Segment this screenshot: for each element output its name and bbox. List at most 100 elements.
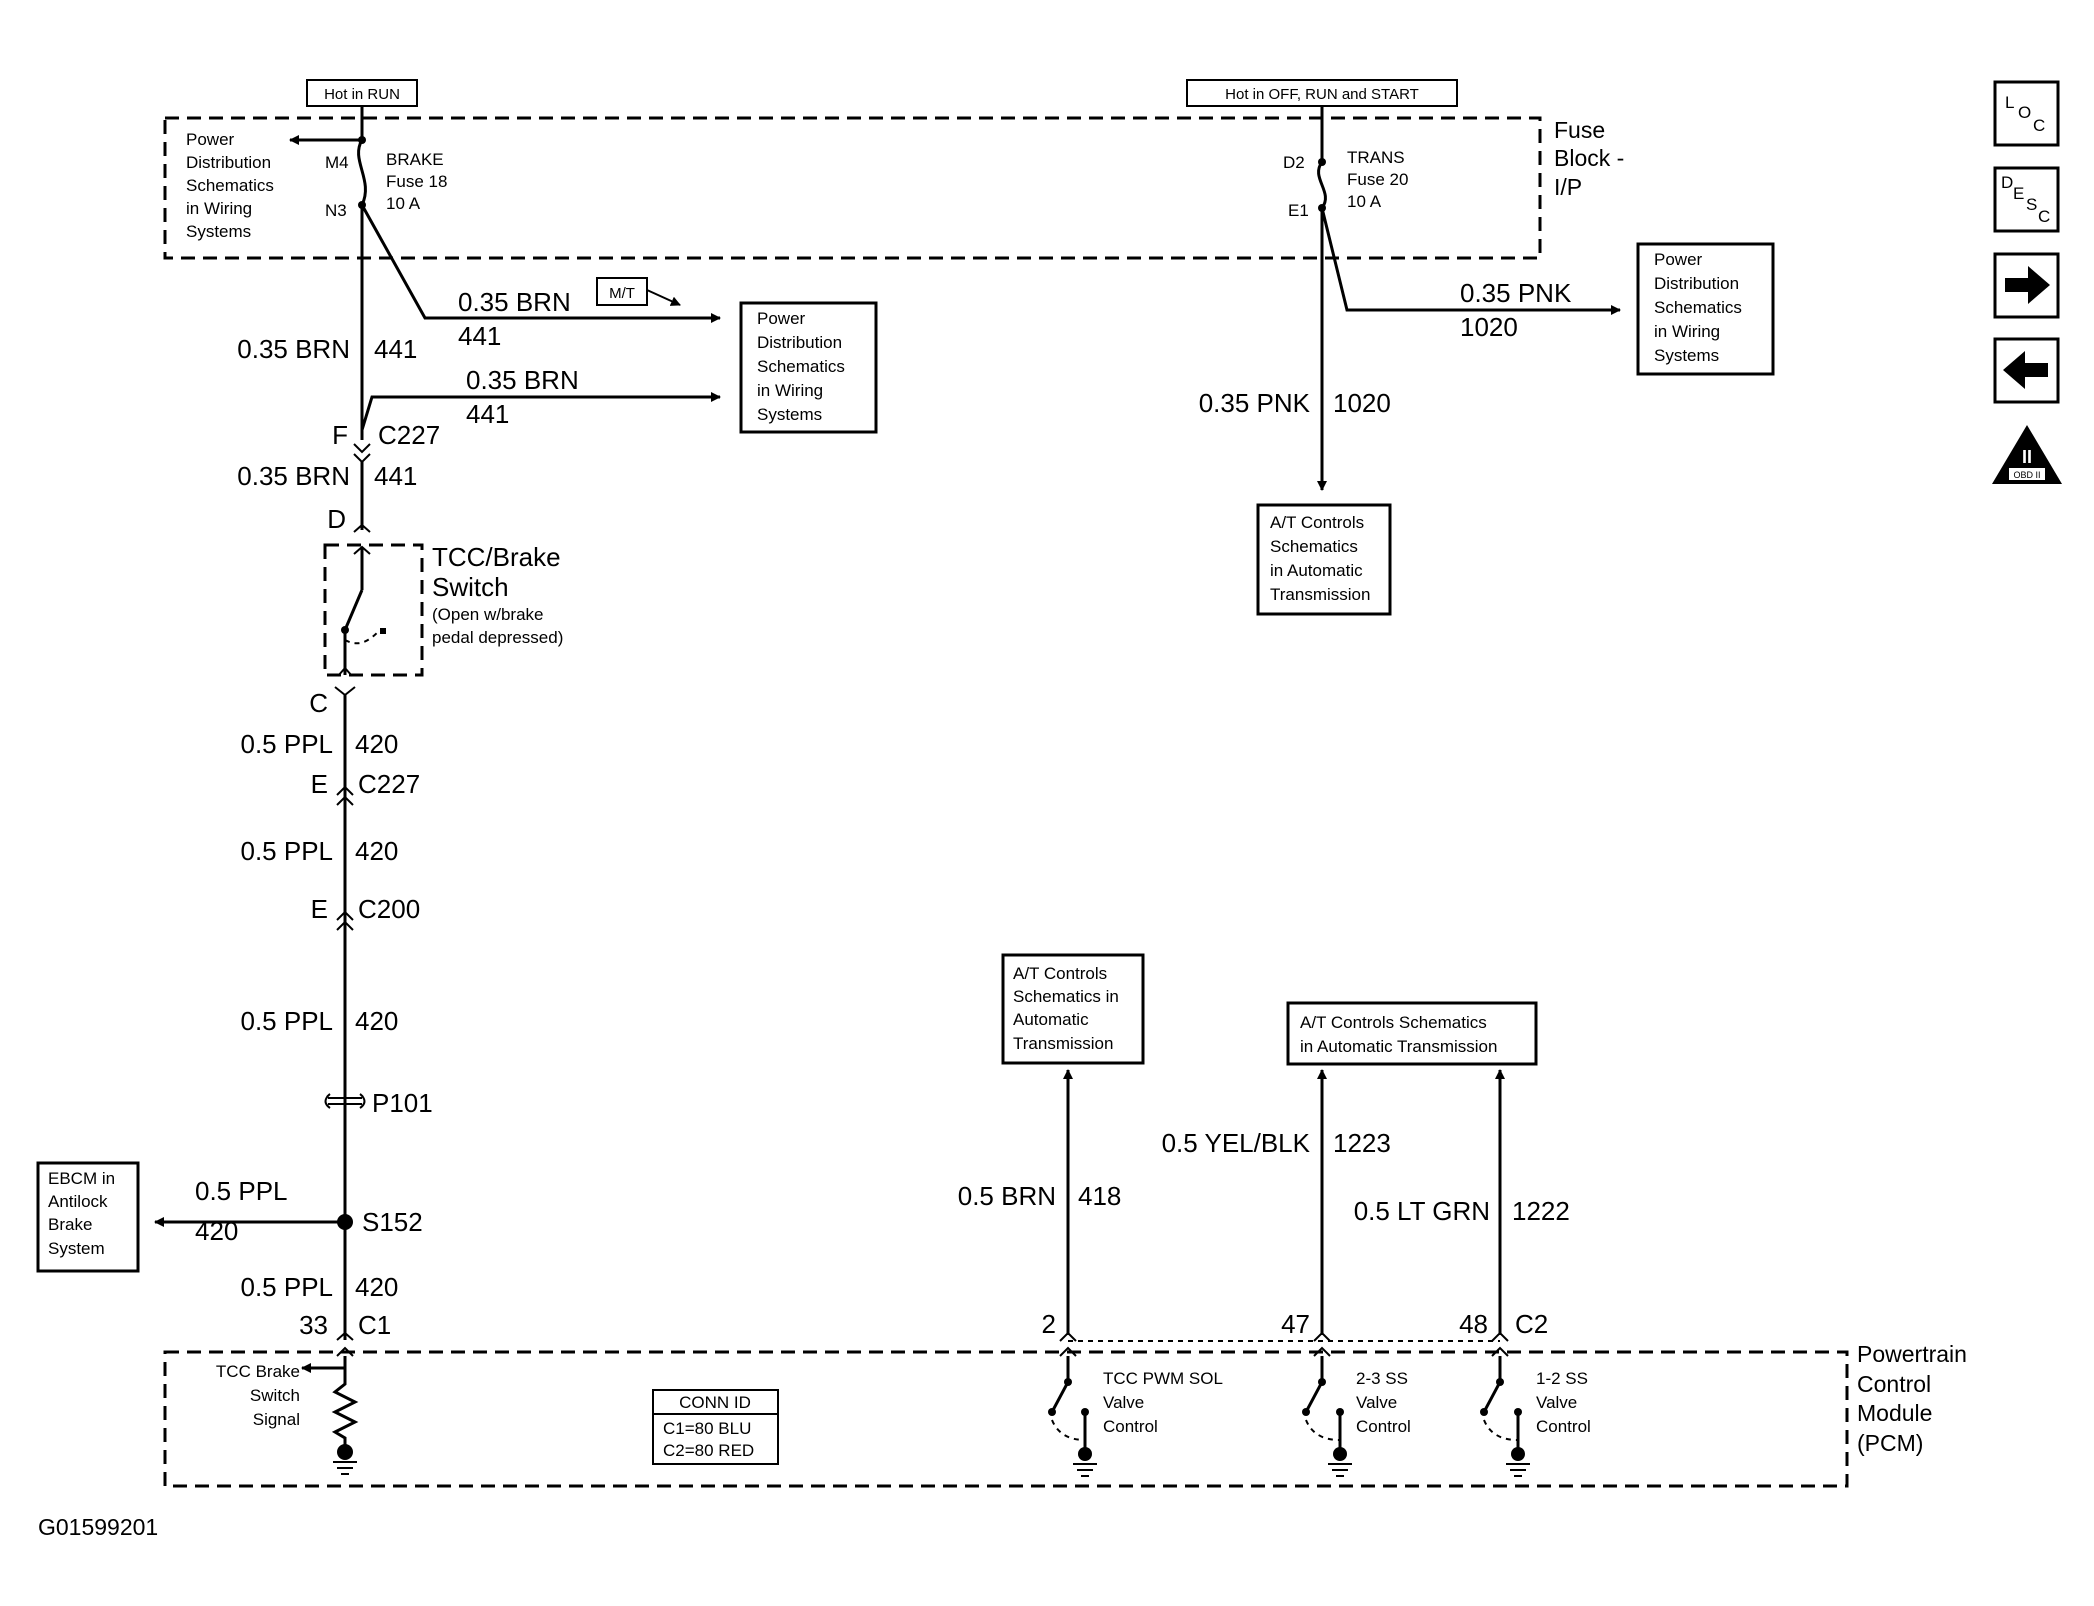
loc-button[interactable]: L O C [1993,80,2060,147]
svg-text:420: 420 [355,729,398,759]
arrow-left-icon [2003,351,2048,389]
svg-text:Power: Power [186,130,235,149]
svg-text:0.35 BRN: 0.35 BRN [458,287,571,317]
fuse-block-title: Fuse Block - I/P [1554,117,1624,200]
svg-text:0.5 PPL: 0.5 PPL [240,1272,333,1302]
svg-text:420: 420 [355,836,398,866]
s152-splice: S152 [337,1207,423,1237]
svg-text:420: 420 [355,1006,398,1036]
wire-1222-label: 0.5 LT GRN 1222 48 C2 [1354,1196,1570,1339]
back-button[interactable] [1993,337,2060,404]
right-down-wire-label: 0.35 PNK 1020 [1199,388,1391,418]
svg-text:O: O [2018,103,2031,122]
svg-text:BRAKE: BRAKE [386,150,444,169]
switch-pin-d: D [327,504,346,534]
at-controls-ref-box-1: A/T Controls Schematics in Automatic Tra… [1001,953,1145,1065]
svg-text:0.5 PPL: 0.5 PPL [240,1006,333,1036]
fuse-18: M4 N3 BRAKE Fuse 18 10 A [325,136,447,220]
svg-text:N3: N3 [325,201,347,220]
svg-text:Hot in RUN: Hot in RUN [324,86,400,103]
svg-text:D2: D2 [1283,153,1305,172]
forward-button[interactable] [1993,252,2060,319]
svg-text:33: 33 [299,1310,328,1340]
svg-text:in Automatic Transmission: in Automatic Transmission [1300,1037,1497,1056]
svg-text:D: D [2001,173,2013,192]
svg-text:418: 418 [1078,1181,1121,1211]
pcm-out-2-3-ss: 2-3 SS Valve Control [1302,1346,1411,1477]
svg-text:CONN ID: CONN ID [679,1393,751,1412]
svg-text:C2=80 RED: C2=80 RED [663,1441,754,1460]
desc-button[interactable]: D E S C [1993,166,2060,233]
svg-text:Transmission: Transmission [1270,585,1370,604]
svg-text:Systems: Systems [757,405,822,424]
svg-text:48: 48 [1459,1309,1488,1339]
arrow-right-icon [2005,266,2050,304]
tcc-brake-switch: TCC/Brake Switch (Open w/brake pedal dep… [323,542,563,677]
svg-text:Valve: Valve [1356,1393,1397,1412]
ebcm-branch-label: 0.5 PPL 420 [195,1176,288,1246]
svg-text:OBD II: OBD II [2013,470,2040,480]
right-power-dist-ref-box: Power Distribution Schematics in Wiring … [1636,242,1775,376]
wire-a-label: 0.5 PPL 420 [240,729,398,759]
pcm-out-tcc-pwm-sol: TCC PWM SOL Valve Control [1048,1346,1223,1477]
svg-text:1-2 SS: 1-2 SS [1536,1369,1588,1388]
svg-text:Antilock: Antilock [48,1192,108,1211]
svg-text:Valve: Valve [1103,1393,1144,1412]
wire-b-label: 0.5 PPL 420 [240,836,398,866]
svg-text:C227: C227 [358,769,420,799]
svg-text:(PCM): (PCM) [1857,1430,1923,1456]
svg-text:C1=80 BLU: C1=80 BLU [663,1419,751,1438]
branch-mt-wire: 0.35 BRN 441 M/T [458,277,681,351]
svg-text:A/T Controls: A/T Controls [1270,513,1364,532]
obd-ii-button[interactable]: II OBD II [1992,425,2062,484]
figure-id: G01599201 [38,1514,158,1540]
svg-text:Fuse 18: Fuse 18 [386,172,447,191]
svg-text:E1: E1 [1288,201,1309,220]
svg-text:441: 441 [458,321,501,351]
svg-text:in Wiring: in Wiring [757,381,823,400]
svg-text:Control: Control [1356,1417,1411,1436]
svg-text:Power: Power [1654,250,1703,269]
svg-text:10 A: 10 A [386,194,421,213]
svg-text:A/T Controls: A/T Controls [1013,964,1107,983]
pcm-out-1-2-ss: 1-2 SS Valve Control [1480,1346,1591,1477]
svg-text:441: 441 [374,334,417,364]
svg-text:Schematics: Schematics [1270,537,1358,556]
fuse-20: D2 E1 TRANS Fuse 20 10 A [1283,106,1408,220]
svg-text:E: E [311,894,328,924]
left-power-dist-ref-box: Power Distribution Schematics in Wiring … [739,301,878,434]
svg-text:Control: Control [1857,1371,1931,1397]
pcm-brake-switch-input: TCC Brake Switch Signal [216,1346,359,1475]
svg-text:420: 420 [355,1272,398,1302]
svg-text:S152: S152 [362,1207,423,1237]
svg-text:0.35 BRN: 0.35 BRN [466,365,579,395]
svg-text:Module: Module [1857,1400,1932,1426]
svg-text:0.35 PNK: 0.35 PNK [1199,388,1311,418]
conn-id-box: CONN ID C1=80 BLU C2=80 RED [652,1389,779,1465]
svg-text:C: C [2038,207,2050,226]
fuse-block-power-dist-ref: Power Distribution Schematics in Wiring … [186,130,274,241]
c200-connector: E C200 [311,894,420,931]
svg-text:TCC Brake: TCC Brake [216,1362,300,1381]
svg-text:Distribution: Distribution [757,333,842,352]
svg-text:Block -: Block - [1554,145,1624,171]
pcm-title: Powertrain Control Module (PCM) [1857,1341,1967,1456]
svg-text:S: S [2026,195,2037,214]
svg-text:1020: 1020 [1333,388,1391,418]
p101-connector: P101 [324,1088,433,1118]
svg-text:Signal: Signal [253,1410,300,1429]
wire-d-label: 0.5 PPL 420 [240,1272,398,1302]
svg-text:0.35 BRN: 0.35 BRN [237,334,350,364]
switch-pin-c: C [309,688,328,718]
svg-text:F: F [332,420,348,450]
ebcm-ref-box: EBCM in Antilock Brake System [36,1161,140,1273]
hot-in-off-run-start-label: Hot in OFF, RUN and START [1186,79,1458,107]
wire-c-label: 0.5 PPL 420 [240,1006,398,1036]
svg-text:in Automatic: in Automatic [1270,561,1363,580]
svg-text:Schematics: Schematics [1654,298,1742,317]
fuse-block-outline [163,116,1542,260]
svg-text:0.5 LT GRN: 0.5 LT GRN [1354,1196,1490,1226]
svg-text:Transmission: Transmission [1013,1034,1113,1053]
svg-text:TCC PWM SOL: TCC PWM SOL [1103,1369,1223,1388]
